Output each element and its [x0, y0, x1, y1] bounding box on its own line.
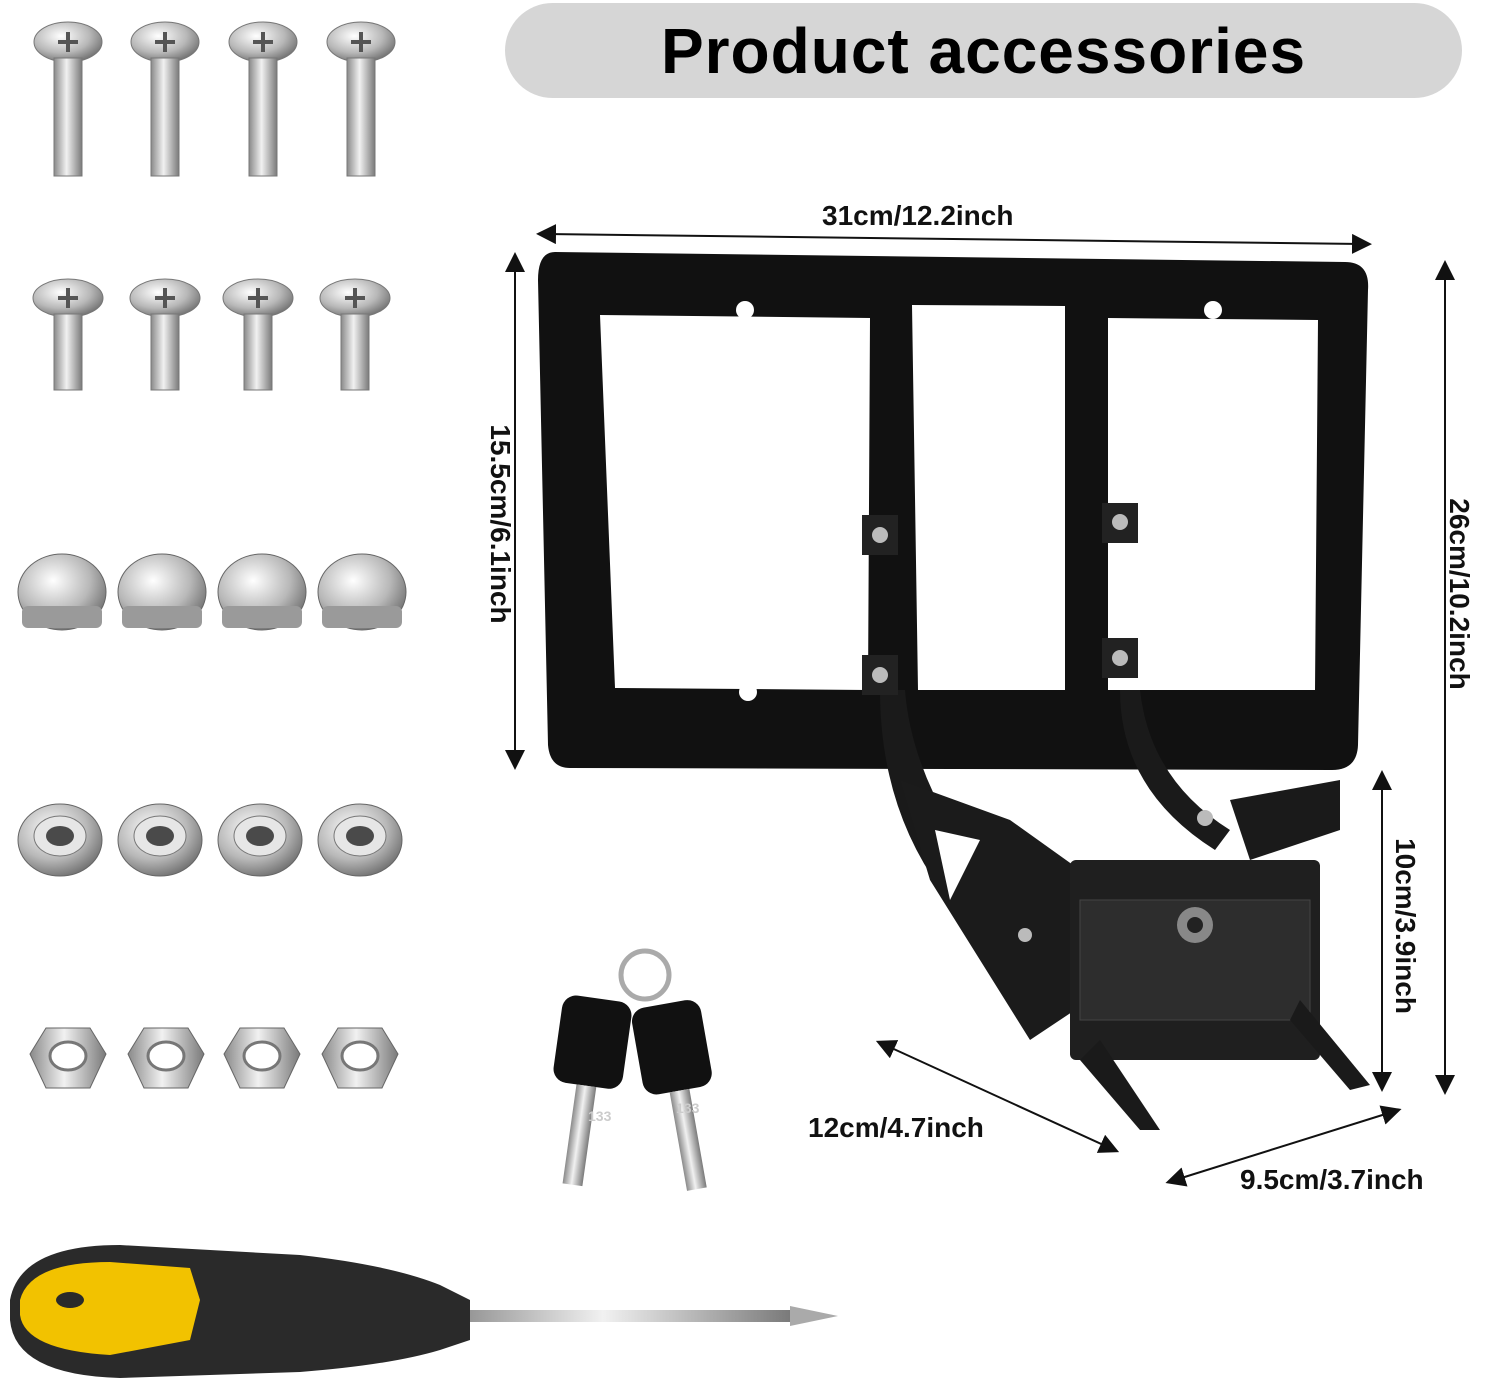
long-screw: [228, 21, 298, 177]
hex-nut: [223, 1027, 301, 1089]
mounting-bracket: [862, 503, 1370, 1130]
washer: [117, 803, 203, 877]
base-width-label: 9.5cm/3.7inch: [1240, 1164, 1424, 1195]
frame-height-label: 15.5cm/6.1inch: [485, 424, 516, 624]
total-height-label: 26cm/10.2inch: [1444, 498, 1475, 690]
long-screw: [33, 21, 103, 177]
hex-nuts: [29, 1027, 399, 1089]
short-screws: [32, 278, 391, 391]
key-label: 133: [676, 1100, 700, 1116]
keys: [553, 948, 712, 1191]
width-label: 31cm/12.2inch: [822, 200, 1014, 231]
key: [631, 1000, 712, 1191]
hex-nut: [321, 1027, 399, 1089]
screw-cap: [217, 553, 307, 631]
short-screw: [32, 278, 104, 391]
depth-label: 12cm/4.7inch: [808, 1112, 984, 1143]
short-screw: [222, 278, 294, 391]
hex-nut: [127, 1027, 205, 1089]
long-screw: [130, 21, 200, 177]
screw-cap: [317, 553, 407, 631]
long-screws: [33, 21, 396, 177]
screwdriver: [10, 1245, 838, 1378]
washer: [217, 803, 303, 877]
bracket-height-label: 10cm/3.9inch: [1390, 838, 1421, 1014]
title-banner: Product accessories: [505, 3, 1462, 98]
screw-cap: [17, 553, 107, 631]
washer: [317, 803, 403, 877]
screw-caps: [17, 553, 407, 631]
short-screw: [129, 278, 201, 391]
license-plate-frame: [538, 252, 1369, 770]
washer: [17, 803, 103, 877]
page-title: Product accessories: [660, 14, 1307, 87]
long-screw: [326, 21, 396, 177]
hex-nut: [29, 1027, 107, 1089]
dimension-lines: [505, 224, 1455, 1187]
key-label: 133: [588, 1108, 612, 1124]
washers: [17, 803, 403, 877]
key: [553, 995, 632, 1187]
short-screw: [319, 278, 391, 391]
screw-cap: [117, 553, 207, 631]
